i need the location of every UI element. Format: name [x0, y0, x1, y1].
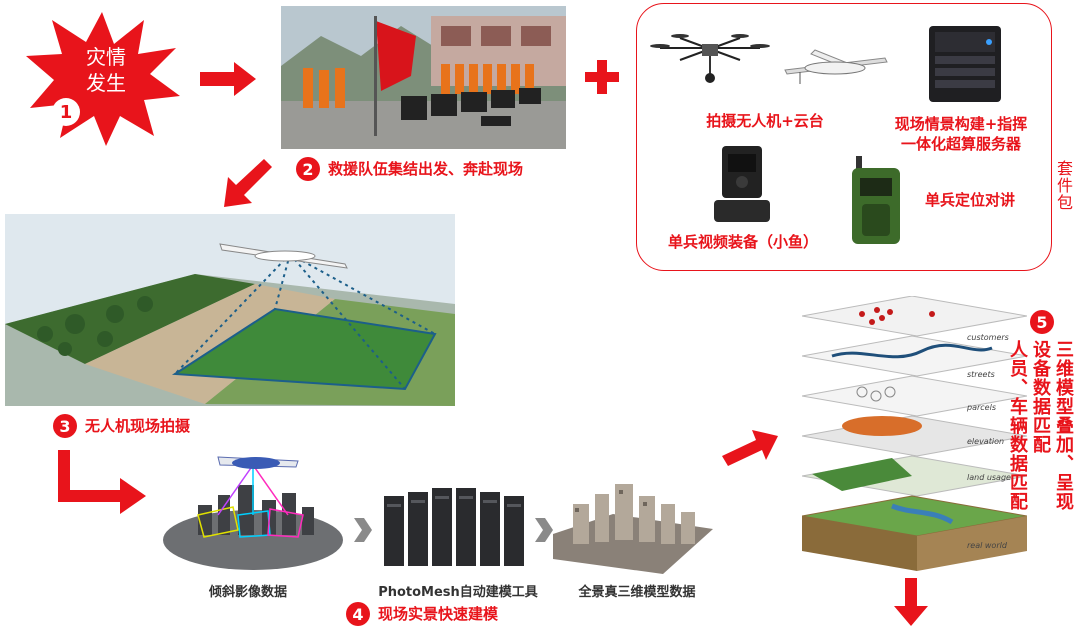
layer-label-streets: streets — [967, 370, 995, 379]
step-5-line2: 设备数据匹配 — [1030, 340, 1051, 454]
step-2-label: 救援队伍集结出发、奔赴现场 — [328, 160, 524, 178]
kit-box — [636, 3, 1052, 271]
kit-title: 套件包 — [1054, 160, 1073, 211]
step-2-badge: 2 — [296, 157, 320, 181]
plus-icon — [585, 60, 619, 98]
two-way-radio-icon — [848, 156, 904, 250]
pipeline-label-photomesh: PhotoMesh自动建模工具 — [378, 585, 538, 600]
pipeline-label-oblique: 倾斜影像数据 — [208, 585, 287, 600]
step-5-badge: 5 — [1030, 310, 1054, 334]
layer-label-elevation: elevation — [967, 437, 1005, 446]
pipeline-label-3d-model: 全景真三维模型数据 — [578, 585, 696, 600]
body-camera-icon — [712, 144, 772, 228]
kit-item-drone-gimbal: 拍摄无人机+云台 — [706, 112, 824, 130]
layer-label-customers: customers — [967, 333, 1009, 342]
step-5-line1: 三维模型叠加、呈现 — [1053, 340, 1074, 511]
arrow-elbow-icon — [58, 450, 148, 524]
kit-item-server: 现场情景构建+指挥 一体化超算服务器 — [894, 115, 1028, 153]
disaster-label-line2: 发生 — [86, 71, 126, 95]
step-5-line3: 人员、车辆数据匹配 — [1007, 340, 1028, 511]
drone-survey-image — [5, 214, 455, 406]
arrow-up-right-icon — [722, 428, 778, 472]
chevron-right-icon-2 — [535, 518, 553, 546]
chevron-right-icon — [354, 518, 372, 546]
kit-item-body-camera: 单兵视频装备（小鱼） — [667, 233, 818, 251]
hexacopter-drone-icon — [650, 30, 770, 104]
disaster-label-line1: 灾情 — [86, 45, 126, 69]
oblique-imagery-graphic — [158, 445, 348, 579]
server-rack-graphic — [382, 484, 532, 574]
layer-label-land-usage: land usage — [967, 473, 1011, 482]
arrow-right-icon — [200, 62, 256, 100]
step-4-label: 现场实景快速建模 — [378, 605, 499, 623]
step-1-badge: 1 — [52, 98, 80, 126]
gis-layer-stack — [801, 295, 1028, 580]
disaster-starburst — [22, 8, 182, 148]
arrow-down-icon — [894, 578, 928, 630]
step-2-number: 2 — [302, 159, 314, 179]
3d-city-model-graphic — [553, 474, 713, 578]
step-5-number: 5 — [1036, 312, 1048, 332]
rescue-team-photo — [281, 6, 566, 149]
layer-label-real-world: real world — [967, 541, 1007, 550]
step-4-badge: 4 — [346, 602, 370, 626]
step-3-number: 3 — [59, 416, 71, 436]
fixed-wing-drone-icon — [775, 40, 895, 94]
layer-label-parcels: parcels — [967, 403, 996, 412]
step-3-badge: 3 — [53, 414, 77, 438]
server-icon — [925, 22, 1005, 108]
step-1-number: 1 — [59, 101, 73, 123]
arrow-down-left-icon — [220, 155, 274, 213]
step-3-label: 无人机现场拍摄 — [85, 417, 191, 435]
kit-item-radio: 单兵定位对讲 — [924, 191, 1015, 209]
step-4-number: 4 — [352, 604, 364, 624]
